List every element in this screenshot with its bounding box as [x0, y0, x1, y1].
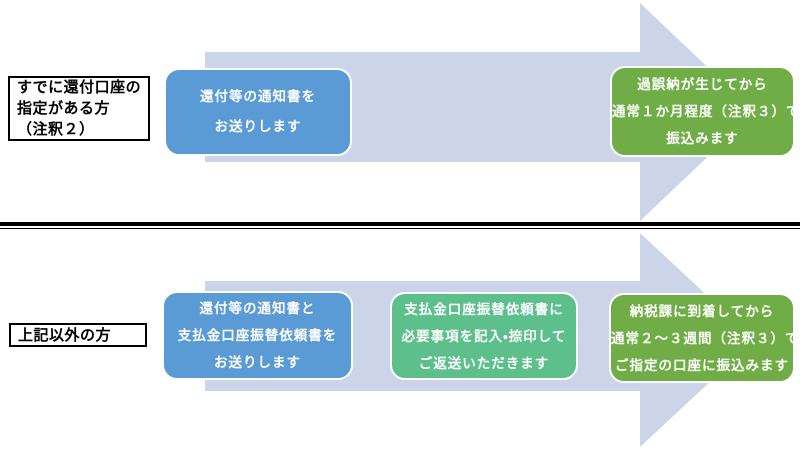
step-box-transfer-one-month: 過誤納が生じてから 通常１か月程度（注釈３）で 振込みます — [610, 66, 800, 157]
step-box-send-notice-and-form: 還付等の通知書と 支払金口座振替依頼書を お送りします — [162, 291, 353, 380]
step-text-line: 必要事項を記入・捺印して — [401, 328, 567, 344]
step-text-line: 通常１か月程度（注釈３）で — [612, 104, 800, 119]
row-label-line: すでに還付口座の — [17, 79, 142, 96]
step-text-line: 納税課に到着してから — [629, 303, 775, 319]
step-text-line: 過誤納が生じてから — [637, 77, 768, 92]
step-text-line: 通常２～３週間（注釈３）で — [611, 330, 800, 346]
row-label-others: 上記以外の方 — [9, 323, 147, 347]
step-text-line: 振込みます — [666, 131, 739, 146]
step-box-fill-and-return-form: 支払金口座振替依頼書に 必要事項を記入・捺印して ご返送いただきます — [390, 292, 578, 380]
step-text-line: 還付等の通知書と — [199, 301, 316, 316]
row-label-line: 指定がある方 — [17, 100, 111, 117]
step-text-line: ご指定の口座に振込みます — [615, 357, 789, 373]
row-label-line: 上記以外の方 — [18, 326, 112, 344]
row-label-designated-account: すでに還付口座の 指定がある方 （注釈２） — [8, 76, 150, 141]
step-box-send-notice: 還付等の通知書を お送りします — [164, 68, 352, 156]
step-text-line: お送りします — [214, 119, 302, 134]
row-label-line: （注釈２） — [17, 121, 95, 138]
step-box-transfer-two-three-weeks: 納税課に到着してから 通常２～３週間（注釈３）で ご指定の口座に振込みます — [609, 293, 800, 383]
step-text-line: お送りします — [214, 355, 301, 370]
step-text-line: 還付等の通知書を — [200, 89, 316, 104]
step-text-line: 支払金口座振替依頼書を — [177, 328, 338, 343]
step-text-line: ご返送いただきます — [418, 355, 550, 371]
step-text-line: 支払金口座振替依頼書に — [404, 301, 564, 317]
flow-arrow-top — [205, 3, 755, 221]
divider-line — [0, 222, 800, 229]
